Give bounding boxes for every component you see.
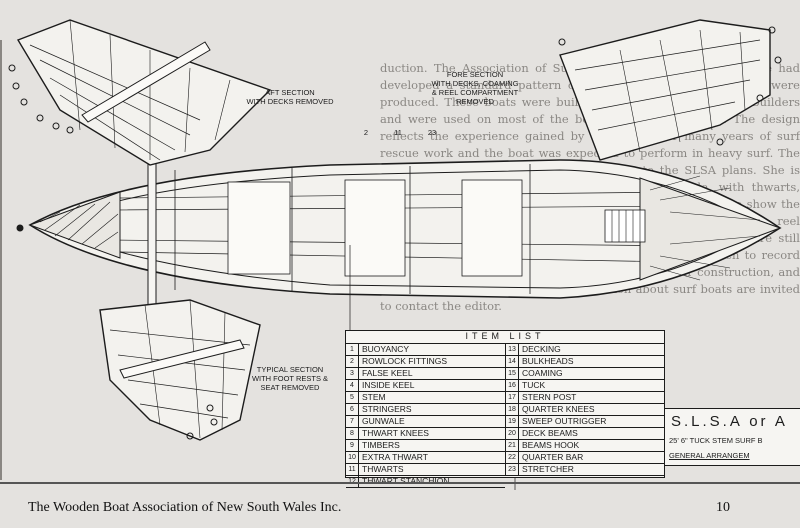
title-block-heading: S.L.S.A or A bbox=[671, 413, 788, 430]
page-gutter-shadow bbox=[0, 40, 2, 480]
drawing-title-block: S.L.S.A or A 25' 6" TUCK STEM SURF B GEN… bbox=[664, 408, 800, 466]
item-list-title: ITEM LIST bbox=[346, 331, 664, 344]
title-block-caption: GENERAL ARRANGEM bbox=[669, 451, 750, 460]
fore-section-label: FORE SECTION WITH DECKS, COAMING & REEL … bbox=[431, 70, 519, 106]
page-number: 10 bbox=[716, 500, 730, 515]
aft-section-view bbox=[8, 19, 272, 166]
callout-11: 11 bbox=[394, 128, 402, 137]
fore-section-view bbox=[558, 19, 782, 161]
title-block-subtitle: 25' 6" TUCK STEM SURF B bbox=[669, 436, 763, 445]
callout-23: 23 bbox=[427, 128, 437, 137]
plan-view-hull bbox=[16, 159, 782, 309]
table-row: 12THWART STANCHION bbox=[346, 476, 505, 488]
typical-section-label: TYPICAL SECTION WITH FOOT RESTS & SEAT R… bbox=[251, 365, 329, 392]
footer-divider bbox=[0, 482, 800, 484]
typical-section-view bbox=[99, 299, 261, 441]
footer-organization: The Wooden Boat Association of New South… bbox=[28, 500, 342, 515]
aft-section-label: AFT SECTION WITH DECKS REMOVED bbox=[246, 88, 334, 106]
callout-2: 2 bbox=[363, 128, 369, 137]
